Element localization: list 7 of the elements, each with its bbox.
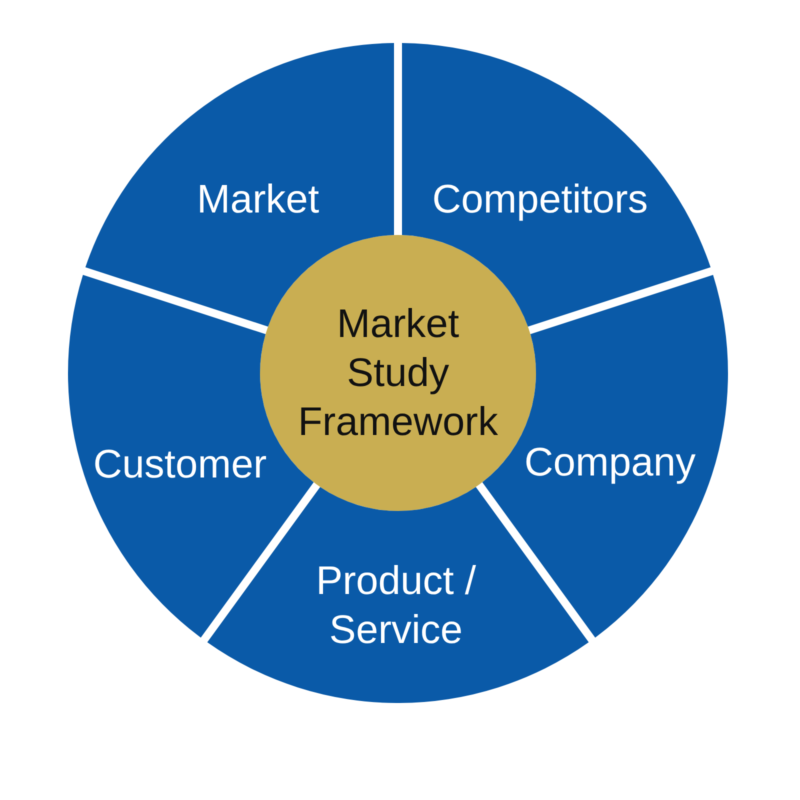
segment-label: Customer xyxy=(92,442,268,489)
segment-label: Company xyxy=(524,440,696,487)
segment-label: Competitors xyxy=(432,176,648,224)
center-label: Market Study Framework xyxy=(297,300,499,446)
segment-label: Market xyxy=(196,176,320,224)
segment-label: Product / Service xyxy=(315,558,477,654)
wheel-segment xyxy=(207,486,589,703)
